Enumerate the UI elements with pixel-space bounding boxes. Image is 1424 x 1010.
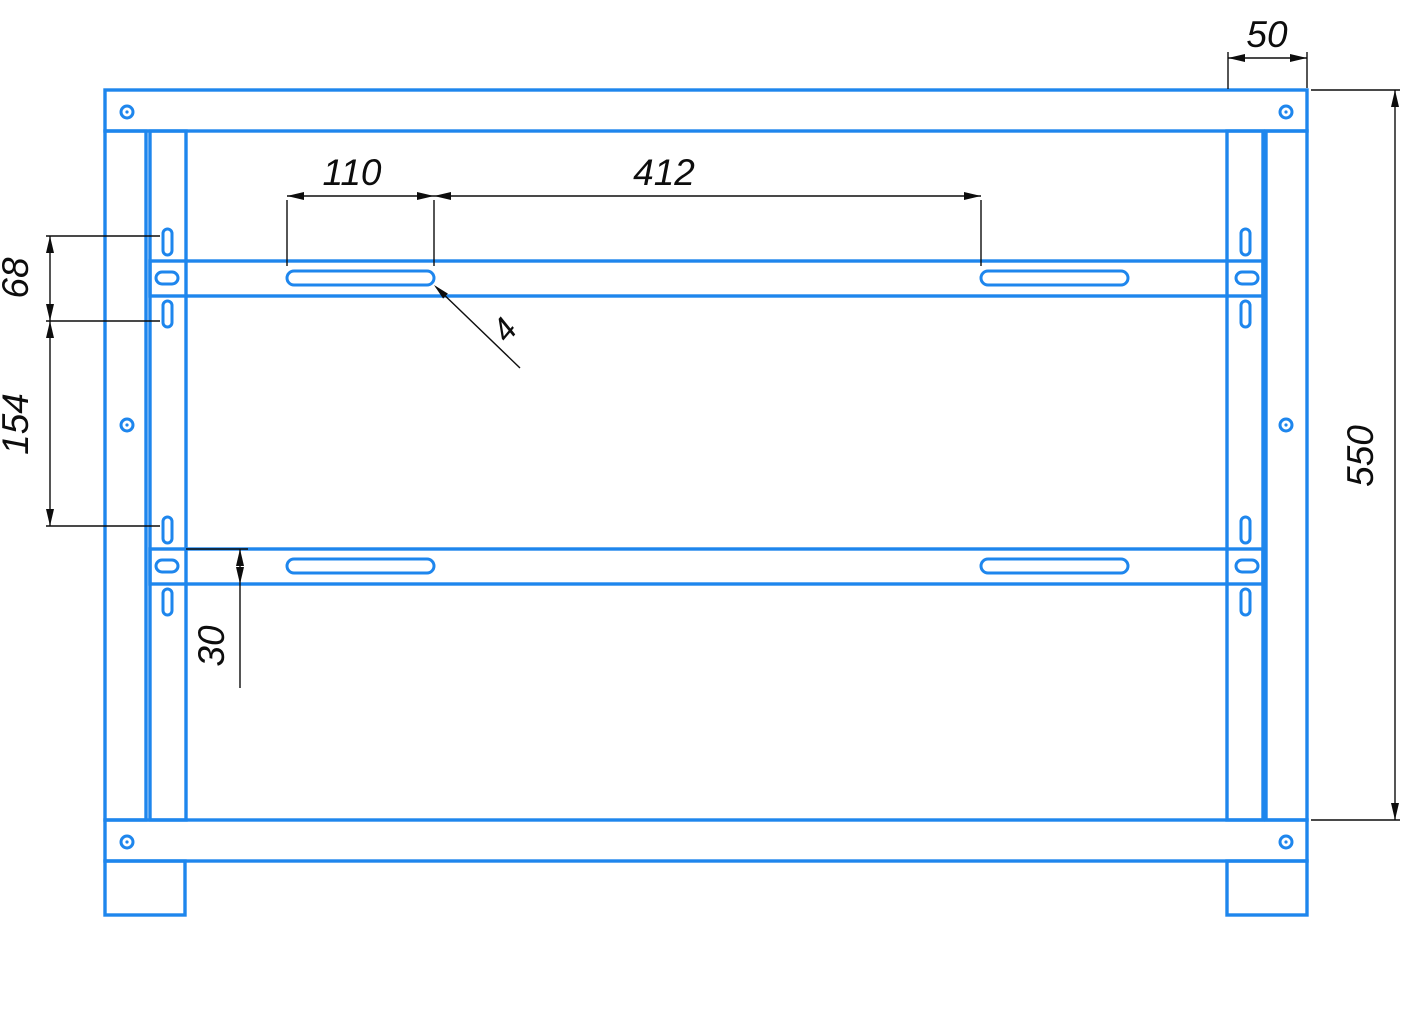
slot-upper-left: [285, 269, 436, 287]
right-outer-upright: [1264, 129, 1309, 822]
hole-center-dots: [125, 110, 1288, 844]
left-inner-upright: [148, 129, 188, 822]
tab-slot-lower-right-top: [1239, 515, 1252, 545]
dim-label-154: 154: [0, 393, 36, 455]
upper-cross-rail: [148, 259, 1265, 298]
dim-label-550: 550: [1340, 425, 1381, 487]
dimension-arrows: [46, 54, 1399, 820]
hole-mid-right: [1278, 417, 1294, 433]
slot-lower-left: [285, 557, 436, 575]
dim-label-30: 30: [191, 625, 232, 667]
tab-slot-lower-right-bottom: [1239, 587, 1252, 617]
hole-dot: [125, 110, 129, 114]
dim-label-4: 4: [484, 311, 524, 349]
end-oval-upper-right: [1234, 270, 1260, 286]
right-foot: [1225, 859, 1309, 917]
leader-line-4: [435, 286, 521, 369]
leader-arrow-icon: [434, 285, 448, 299]
arrow-icon: [434, 192, 451, 200]
tab-slot-upper-right-top: [1239, 227, 1252, 257]
arrow-icon: [46, 304, 54, 321]
hole-top-left: [119, 104, 135, 120]
arrow-icon: [417, 192, 434, 200]
tab-slot-upper-left-top: [161, 227, 174, 257]
arrow-icon: [287, 192, 304, 200]
arrow-icon: [1391, 90, 1399, 107]
hole-dot: [1284, 110, 1288, 114]
tab-slot-lower-left-bottom: [161, 587, 174, 617]
dimension-labels: 50 110 412 68 154 30 550 4: [0, 14, 1381, 667]
hole-dot: [125, 840, 129, 844]
left-foot: [103, 859, 187, 917]
lower-cross-rail: [148, 547, 1265, 586]
bottom-rail: [103, 818, 1309, 863]
end-oval-upper-left: [154, 270, 180, 286]
frame-group: [103, 88, 1309, 917]
end-oval-lower-left: [154, 558, 180, 574]
tab-slot-upper-right-bottom: [1239, 299, 1252, 329]
dim-label-110: 110: [323, 152, 382, 193]
hole-top-right: [1278, 104, 1294, 120]
arrow-icon: [964, 192, 981, 200]
arrow-icon: [46, 321, 54, 338]
hole-dot: [1284, 840, 1288, 844]
tab-slot-lower-left-top: [161, 515, 174, 545]
arrow-icon: [236, 549, 244, 566]
dim-label-68: 68: [0, 257, 36, 299]
arrow-icon: [1228, 54, 1245, 62]
dim-label-412: 412: [633, 152, 695, 193]
arrow-icon: [1391, 803, 1399, 820]
arrow-icon: [236, 567, 244, 584]
end-oval-lower-right: [1234, 558, 1260, 574]
hole-dot: [1284, 423, 1288, 427]
left-outer-upright: [103, 129, 148, 822]
slot-lower-right: [979, 557, 1130, 575]
dimension-lines: [46, 52, 1400, 821]
dim-label-50: 50: [1246, 14, 1288, 55]
arrow-icon: [1290, 54, 1307, 62]
top-rail: [103, 88, 1309, 133]
tab-slot-upper-left-bottom: [161, 299, 174, 329]
hole-bottom-left: [119, 834, 135, 850]
slot-upper-right: [979, 269, 1130, 287]
hole-dot: [125, 423, 129, 427]
hole-bottom-right: [1278, 834, 1294, 850]
hole-mid-left: [119, 417, 135, 433]
right-inner-upright: [1225, 129, 1265, 822]
arrow-icon: [46, 236, 54, 253]
arrow-icon: [46, 509, 54, 526]
